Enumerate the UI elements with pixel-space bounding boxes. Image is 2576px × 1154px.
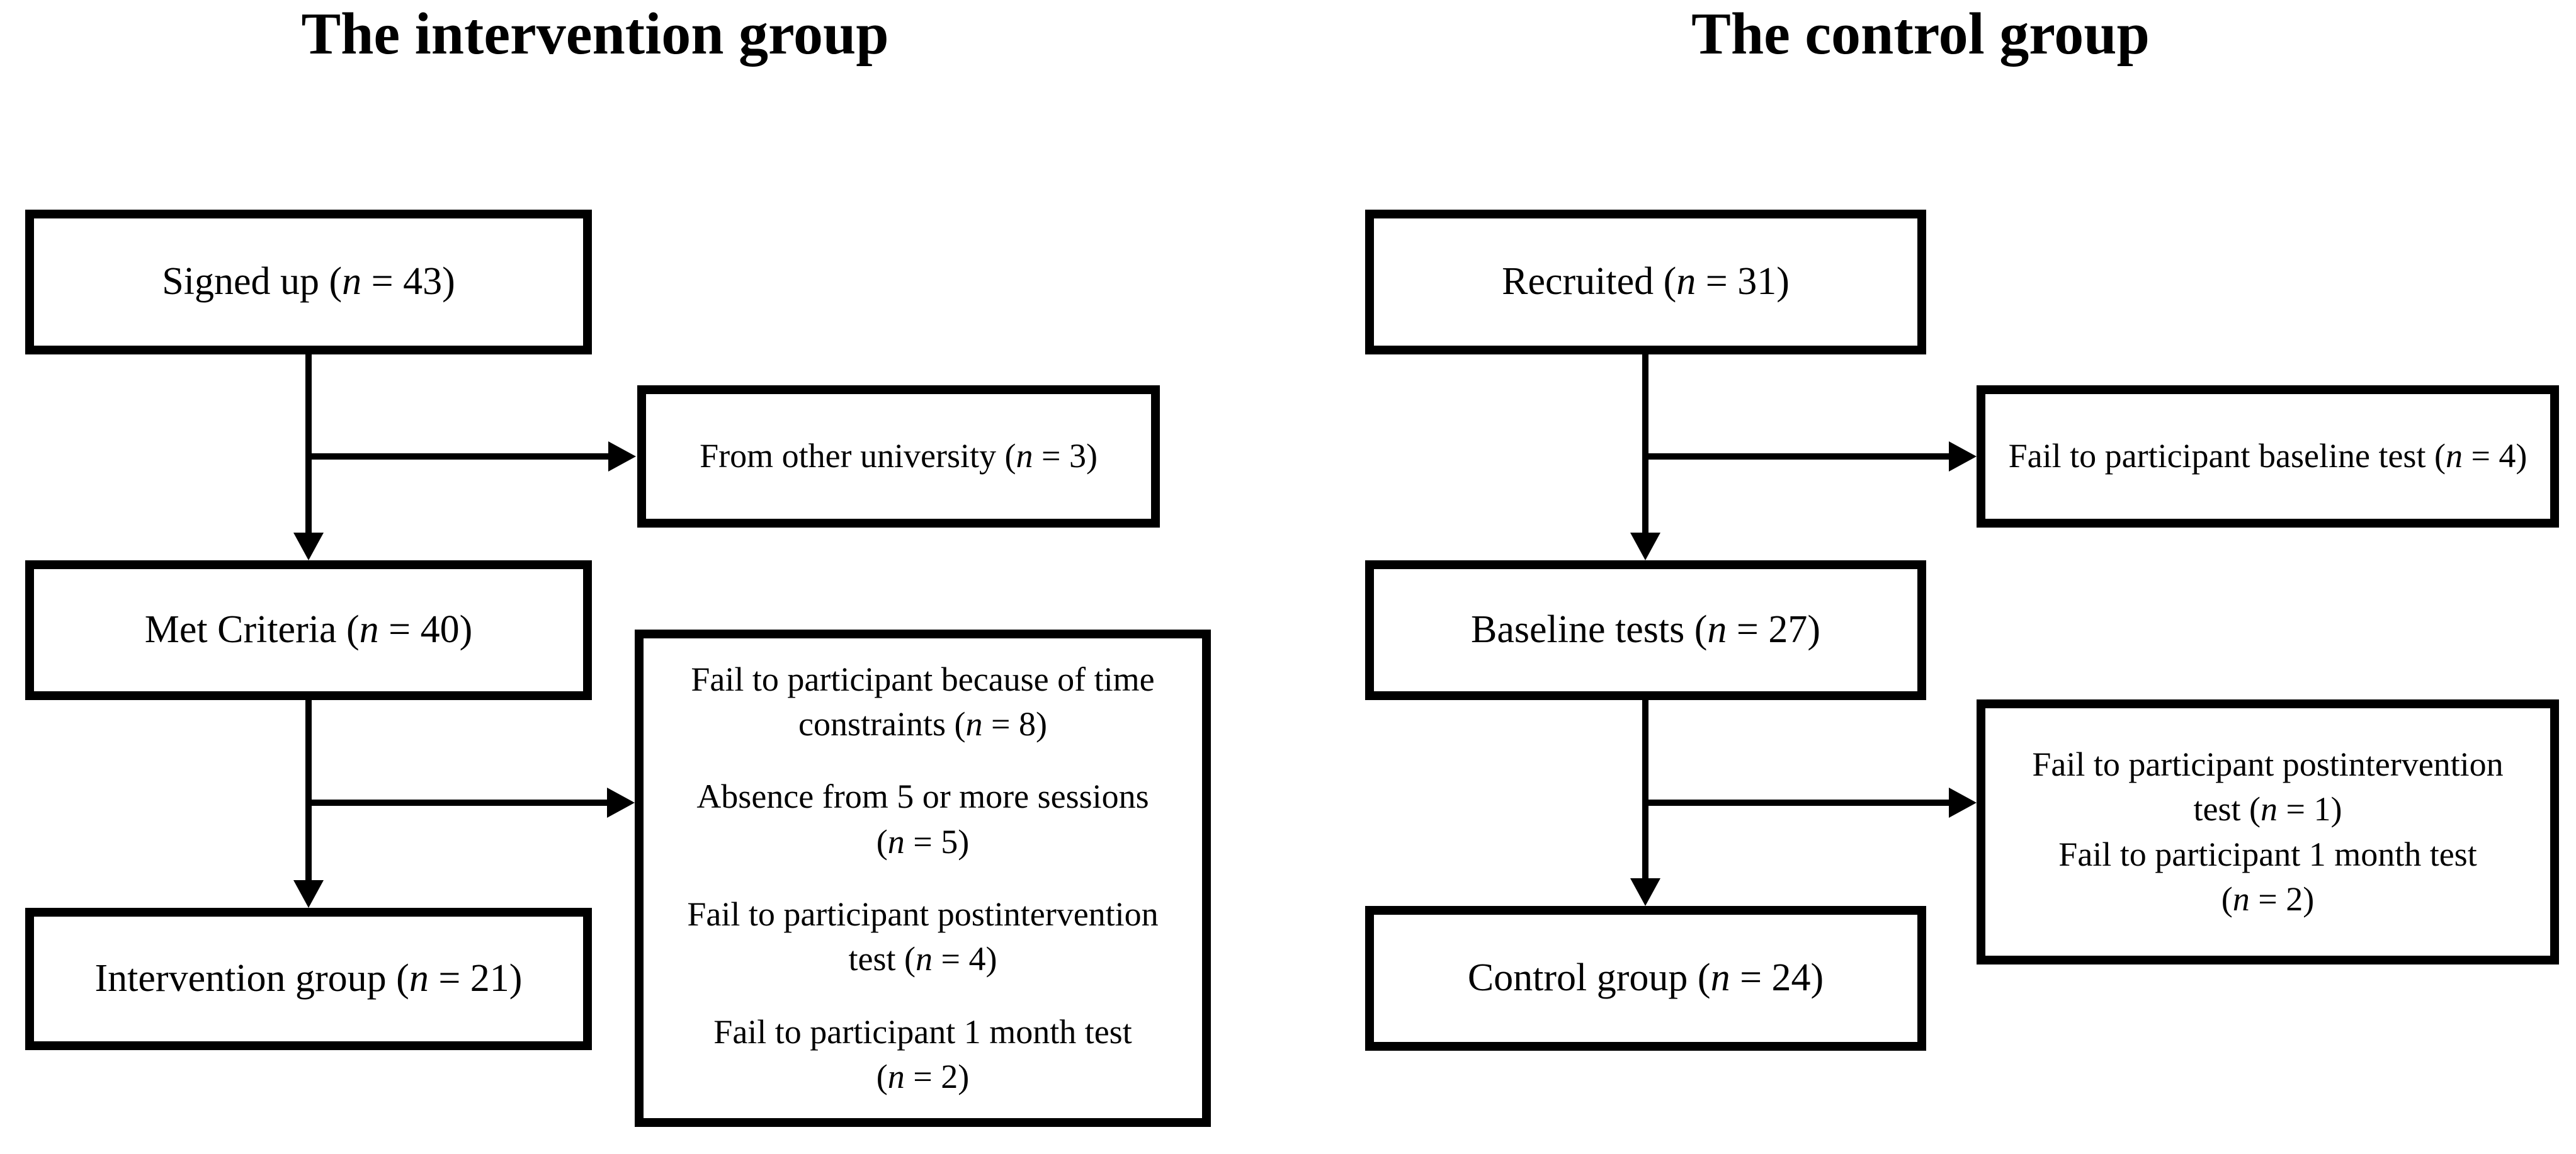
recruited-box: Recruited (n = 31) <box>1365 210 1926 354</box>
box-text-item: Fail to participant 1 month test (n = 2) <box>2058 832 2477 922</box>
connector-baselinetests-to-controlgroup-line <box>1642 699 1648 881</box>
fail-baseline-test-box: Fail to participant baseline test (n = 4… <box>1977 385 2559 528</box>
arrowhead-into-control-exclusions <box>1949 788 1977 818</box>
box-text-item: Baseline tests (n = 27) <box>1471 604 1820 656</box>
arrowhead-into-from-other-university <box>608 441 636 472</box>
control-column-title: The control group <box>1691 1 2150 67</box>
box-text-line: constraints (n = 8) <box>798 705 1047 744</box>
box-text-line: Control group (n = 24) <box>1467 956 1824 1000</box>
box-text-line: test (n = 1) <box>2193 790 2342 829</box>
box-text-item: Control group (n = 24) <box>1468 953 1824 1004</box>
box-text-item: Fail to participant postintervention test… <box>687 892 1158 982</box>
arrowhead-into-intervention-group <box>293 880 324 908</box>
baseline-tests-box: Baseline tests (n = 27) <box>1365 560 1926 700</box>
box-text-line: Signed up (n = 43) <box>162 260 455 303</box>
control-group-box: Control group (n = 24) <box>1365 906 1926 1051</box>
arrowhead-into-met-criteria <box>293 533 324 560</box>
box-text-line: Absence from 5 or more sessions <box>696 778 1149 816</box>
control-exclusions-box: Fail to participant postintervention test… <box>1977 699 2559 964</box>
box-text-item: Fail to participant postintervention test… <box>2032 742 2503 832</box>
arrowhead-into-baseline-tests <box>1630 533 1660 560</box>
box-text-line: Baseline tests (n = 27) <box>1471 608 1820 652</box>
met-criteria-box: Met Criteria (n = 40) <box>25 560 592 700</box>
connector-metcriteria-to-interventiongroup-line <box>305 699 312 883</box>
box-text-item: Fail to participant because of time const… <box>691 657 1154 747</box>
box-text-line: Fail to participant 1 month test <box>2058 835 2477 873</box>
connector-recruited-to-baselinetests-line <box>1642 353 1648 536</box>
box-text-line: (n = 2) <box>2221 880 2315 918</box>
box-text-line: (n = 2) <box>876 1057 970 1095</box>
box-text-item: Absence from 5 or more sessions (n = 5) <box>696 774 1149 864</box>
box-text-item: Intervention group (n = 21) <box>95 953 523 1005</box>
arrowhead-into-control-group <box>1630 878 1660 906</box>
signed-up-box: Signed up (n = 43) <box>25 210 592 354</box>
box-text-item: Recruited (n = 31) <box>1502 256 1790 308</box>
box-text-item: Fail to participant baseline test (n = 4… <box>2009 434 2528 478</box>
box-text-item: Fail to participant 1 month test (n = 2) <box>713 1010 1132 1100</box>
connector-signedup-to-metcriteria-line <box>305 353 312 536</box>
connector-to-control-exclusions-line <box>1645 800 1949 806</box>
box-text-line: Intervention group (n = 21) <box>94 957 523 1000</box>
box-text-line: (n = 5) <box>876 822 970 861</box>
box-text-line: Recruited (n = 31) <box>1502 260 1790 303</box>
box-text-item: From other university (n = 3) <box>700 434 1098 478</box>
connector-to-intervention-exclusions-line <box>309 800 608 806</box>
box-text-item: Signed up (n = 43) <box>162 256 455 308</box>
intervention-exclusions-box: Fail to participant because of time const… <box>635 630 1211 1127</box>
box-text-line: Fail to participant 1 month test <box>713 1012 1132 1051</box>
connector-to-fail-baseline-line <box>1645 453 1950 460</box>
intervention-column-title: The intervention group <box>301 1 889 67</box>
box-text-line: From other university (n = 3) <box>700 437 1098 475</box>
box-text-line: Fail to participant because of time <box>691 660 1155 698</box>
from-other-university-box: From other university (n = 3) <box>637 385 1160 528</box>
intervention-group-box: Intervention group (n = 21) <box>25 908 592 1050</box>
box-text-line: Fail to participant postintervention <box>2032 745 2504 783</box>
box-text-line: Fail to participant postintervention <box>687 895 1159 933</box>
connector-to-from-other-university-line <box>309 453 610 460</box>
box-text-line: test (n = 4) <box>848 940 997 978</box>
box-text-line: Met Criteria (n = 40) <box>144 608 473 652</box>
arrowhead-into-fail-baseline <box>1949 441 1977 472</box>
box-text-line: Fail to participant baseline test (n = 4… <box>2008 437 2528 475</box>
arrowhead-into-intervention-exclusions <box>607 788 635 818</box>
box-text-item: Met Criteria (n = 40) <box>145 604 473 656</box>
